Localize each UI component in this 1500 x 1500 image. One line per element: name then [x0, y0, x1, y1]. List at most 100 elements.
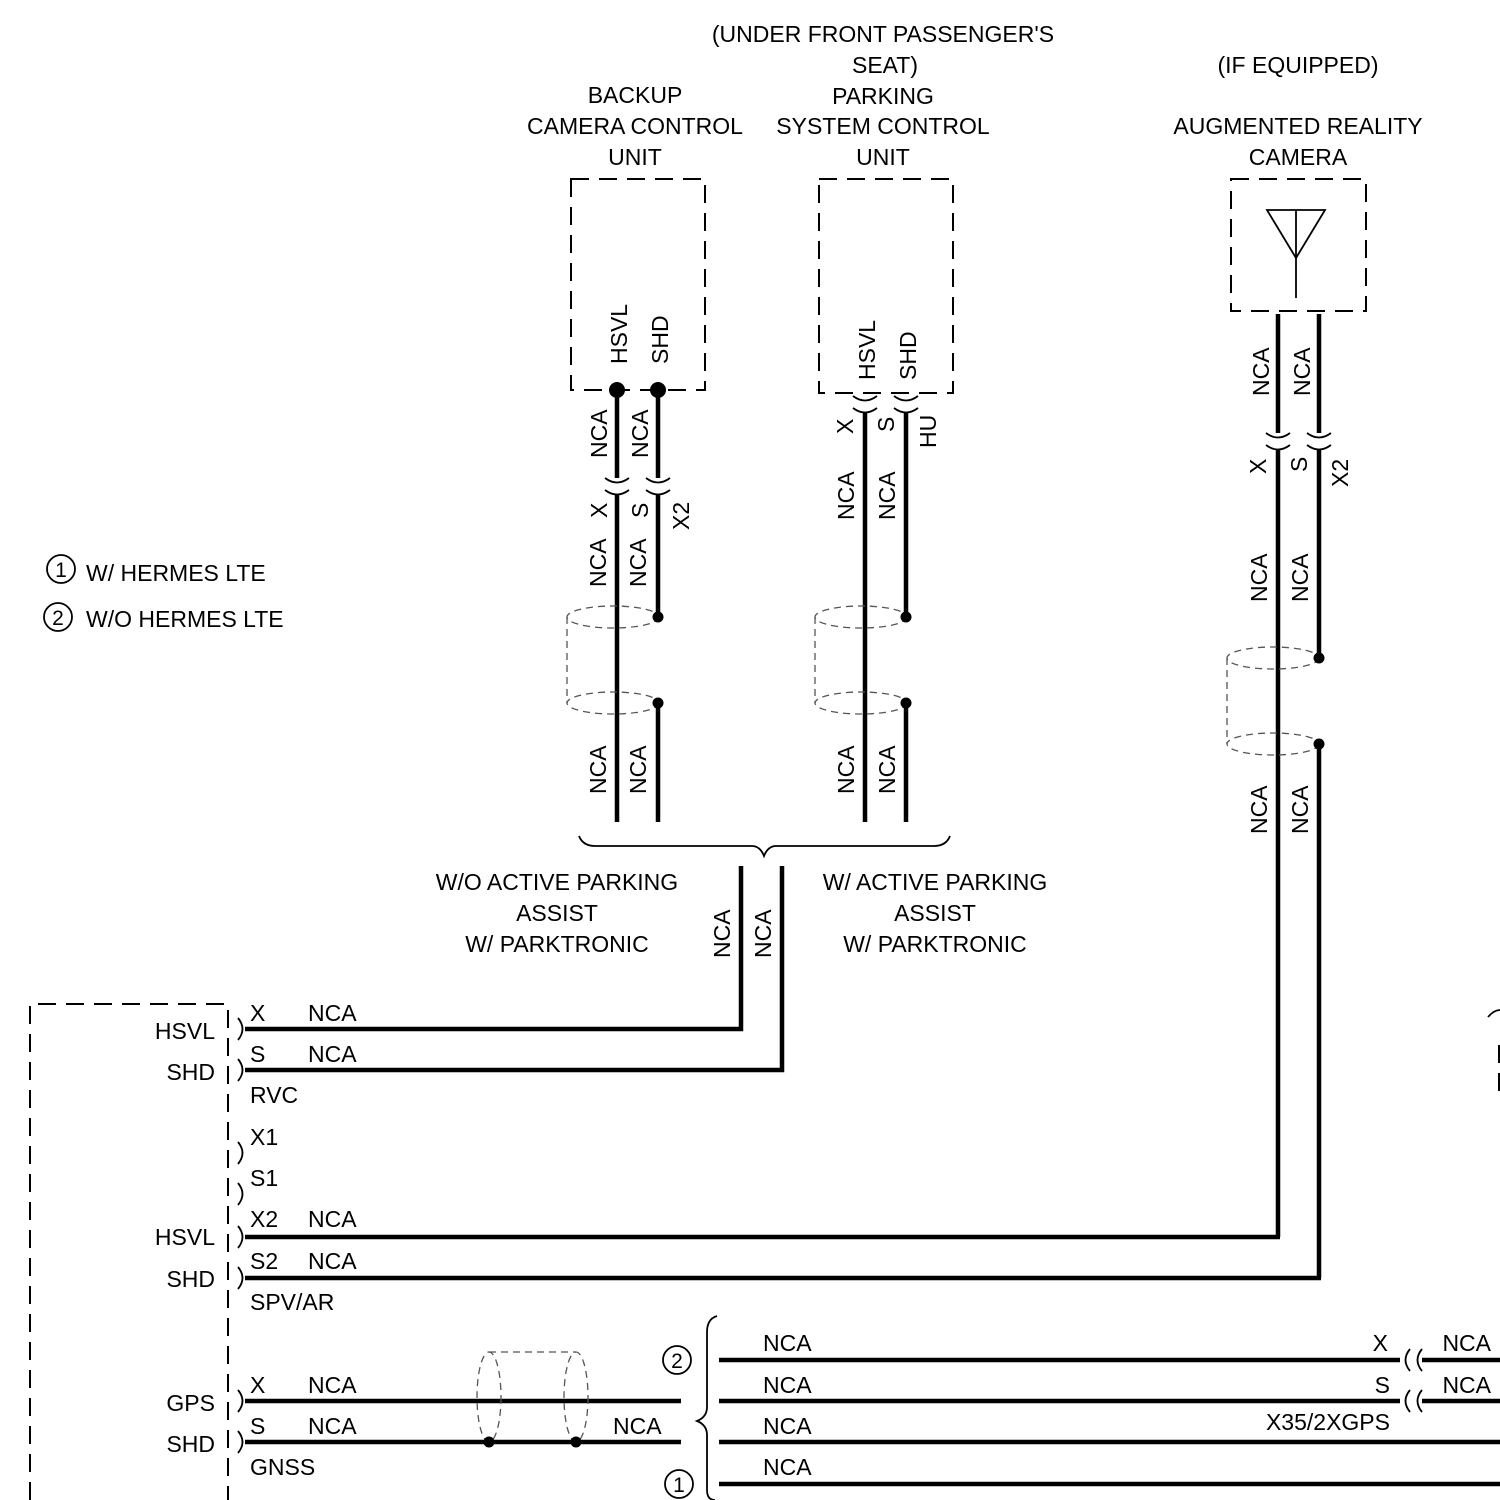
variant-brace — [579, 836, 950, 856]
ar-camera-wire-label-2: NCA — [1289, 347, 1315, 396]
legend-marker-2-num: 2 — [52, 607, 64, 630]
antenna-icon — [1267, 210, 1325, 298]
backup-camera-shield-splice-bottom — [653, 698, 664, 709]
variant-left-line-3: W/ PARKTRONIC — [465, 931, 649, 957]
backup-camera-wire-label-4: NCA — [625, 538, 651, 587]
head-unit-gnss-x-terminal-symbol — [238, 1390, 243, 1412]
head-unit-rvc-wire-label-2: NCA — [308, 1041, 357, 1067]
parking-unit-wire-label-1: NCA — [833, 471, 859, 520]
legend: 1 W/ HERMES LTE 2 W/O HERMES LTE — [44, 555, 284, 632]
head-unit-spv-terminal-x2: X2 — [250, 1206, 278, 1232]
head-unit-pin-shd-gnss: SHD — [166, 1431, 215, 1457]
head-unit: HSVL SHD X S NCA NCA RVC X1 S1 HSVL SHD … — [30, 866, 1321, 1500]
head-unit-connector-rvc: RVC — [250, 1082, 298, 1108]
head-unit-rvc-s-terminal-symbol — [238, 1059, 243, 1081]
ar-camera-wire-label-1: NCA — [1248, 347, 1274, 396]
variant-right-line-2: ASSIST — [894, 900, 976, 926]
gps-branch-wire-label-2: NCA — [763, 1372, 812, 1398]
legend-text-1: W/ HERMES LTE — [86, 560, 266, 586]
parking-unit-wire-label-4: NCA — [874, 745, 900, 794]
rvc-wire-shd — [245, 866, 782, 1070]
backup-camera-wire-label-3: NCA — [585, 538, 611, 587]
parking-unit-pin-shd: SHD — [895, 331, 921, 380]
parking-unit-title-line-3: UNIT — [856, 144, 910, 170]
variant-right-line-1: W/ ACTIVE PARKING — [823, 869, 1048, 895]
backup-camera-pin-hsvl: HSVL — [606, 304, 632, 364]
parking-unit-title-line-2: SYSTEM CONTROL — [776, 113, 990, 139]
backup-camera-wire-label-6: NCA — [625, 745, 651, 794]
parking-unit-connector-label-x: X — [832, 419, 858, 434]
ar-camera-connector-label-s: S — [1286, 457, 1312, 472]
backup-camera-shield-top — [567, 606, 659, 628]
parking-unit-location-line-2: SEAT) — [852, 52, 918, 78]
gnss-shield-splice-left — [484, 1437, 495, 1448]
head-unit-gnss-wire-label-2: NCA — [308, 1413, 357, 1439]
augmented-reality-camera: (IF EQUIPPED) AUGMENTED REALITY CAMERA N… — [1173, 52, 1422, 1278]
head-unit-rvc-terminal-x: X — [250, 1000, 265, 1026]
backup-camera-title-line-3: UNIT — [608, 144, 662, 170]
ar-camera-housing — [1231, 179, 1366, 311]
variant-left-line-1: W/O ACTIVE PARKING — [436, 869, 678, 895]
variant-wire-label-1: NCA — [709, 909, 735, 958]
parking-system-control-unit: (UNDER FRONT PASSENGER'S SEAT) PARKING S… — [712, 21, 1054, 822]
backup-camera-pin-shd: SHD — [647, 315, 673, 364]
parking-unit-wire-label-2: NCA — [874, 471, 900, 520]
backup-camera-title-line-2: CAMERA CONTROL — [527, 113, 743, 139]
variant-wire-label-2: NCA — [750, 909, 776, 958]
gps-branch-marker-2-num: 2 — [671, 1350, 683, 1373]
gps-branch-marker-1-num: 1 — [673, 1474, 685, 1497]
parking-unit-connector-x-symbol — [853, 396, 877, 413]
backup-camera-housing — [571, 179, 705, 390]
ar-camera-wire-label-5: NCA — [1246, 785, 1272, 834]
head-unit-rvc-x-terminal-symbol — [238, 1018, 243, 1040]
parking-unit-pin-hsvl: HSVL — [854, 320, 880, 380]
head-unit-pin-shd-spv: SHD — [166, 1266, 215, 1292]
ar-camera-shield-bottom — [1227, 733, 1319, 755]
head-unit-x1-terminal-symbol — [238, 1142, 243, 1164]
ar-camera-connector-label-x2: X2 — [1327, 459, 1353, 487]
head-unit-pin-hsvl-spv: HSVL — [155, 1224, 215, 1250]
gps-branch-connector-s-symbol — [1406, 1390, 1423, 1412]
head-unit-spv-wire-label-2: NCA — [308, 1248, 357, 1274]
backup-camera-shield-splice-top — [653, 612, 664, 623]
parking-unit-connector-label-s: S — [873, 417, 899, 432]
gps-branch-connector-x-symbol — [1406, 1349, 1423, 1371]
parking-unit-shield-splice-bottom — [901, 698, 912, 709]
parking-unit-shield-splice-top — [901, 612, 912, 623]
head-unit-gnss-s-terminal-symbol — [238, 1431, 243, 1453]
gps-branch: 2 1 NCA NCA NCA NCA X S NCA NCA X35/2XGP… — [663, 1316, 1500, 1500]
gnss-shield-right — [564, 1352, 588, 1442]
variant-right-line-3: W/ PARKTRONIC — [843, 931, 1027, 957]
ar-camera-wire-label-6: NCA — [1287, 785, 1313, 834]
head-unit-terminal-s1: S1 — [250, 1165, 278, 1191]
backup-camera-shield-bottom — [567, 692, 659, 714]
gps-branch-terminal-s: S — [1375, 1372, 1390, 1398]
backup-camera-connector-label-s: S — [627, 503, 653, 518]
head-unit-gnss-terminal-s: S — [250, 1413, 265, 1439]
backup-camera-connector-s-symbol — [646, 478, 670, 495]
backup-camera-wire-label-5: NCA — [585, 745, 611, 794]
ar-camera-wire-label-4: NCA — [1287, 553, 1313, 602]
offpage-component-edge — [1488, 1010, 1500, 1017]
head-unit-pin-shd-rvc: SHD — [166, 1059, 215, 1085]
head-unit-spv-wire-label-1: NCA — [308, 1206, 357, 1232]
gps-branch-wire-label-4: NCA — [763, 1454, 812, 1480]
ar-camera-connector-label-x: X — [1245, 459, 1271, 474]
parking-unit-wire-label-3: NCA — [833, 745, 859, 794]
parking-unit-shield-top — [815, 606, 907, 628]
ar-camera-connector-s-symbol — [1307, 433, 1331, 450]
backup-camera-title-line-1: BACKUP — [588, 82, 683, 108]
gps-branch-connector-label: X35/2XGPS — [1266, 1409, 1390, 1435]
gps-branch-right-wire-label-2: NCA — [1442, 1372, 1491, 1398]
head-unit-connector-spv: SPV/AR — [250, 1289, 334, 1315]
head-unit-rvc-terminal-s: S — [250, 1041, 265, 1067]
ar-camera-shield-splice-bottom — [1314, 739, 1325, 750]
head-unit-spv-terminal-s2: S2 — [250, 1248, 278, 1274]
parking-unit-title-line-1: PARKING — [832, 83, 934, 109]
ar-camera-condition: (IF EQUIPPED) — [1217, 52, 1378, 78]
legend-text-2: W/O HERMES LTE — [86, 606, 284, 632]
head-unit-rvc-wire-label-1: NCA — [308, 1000, 357, 1026]
head-unit-pin-hsvl-rvc: HSVL — [155, 1018, 215, 1044]
gps-branch-wire-label-3: NCA — [763, 1413, 812, 1439]
